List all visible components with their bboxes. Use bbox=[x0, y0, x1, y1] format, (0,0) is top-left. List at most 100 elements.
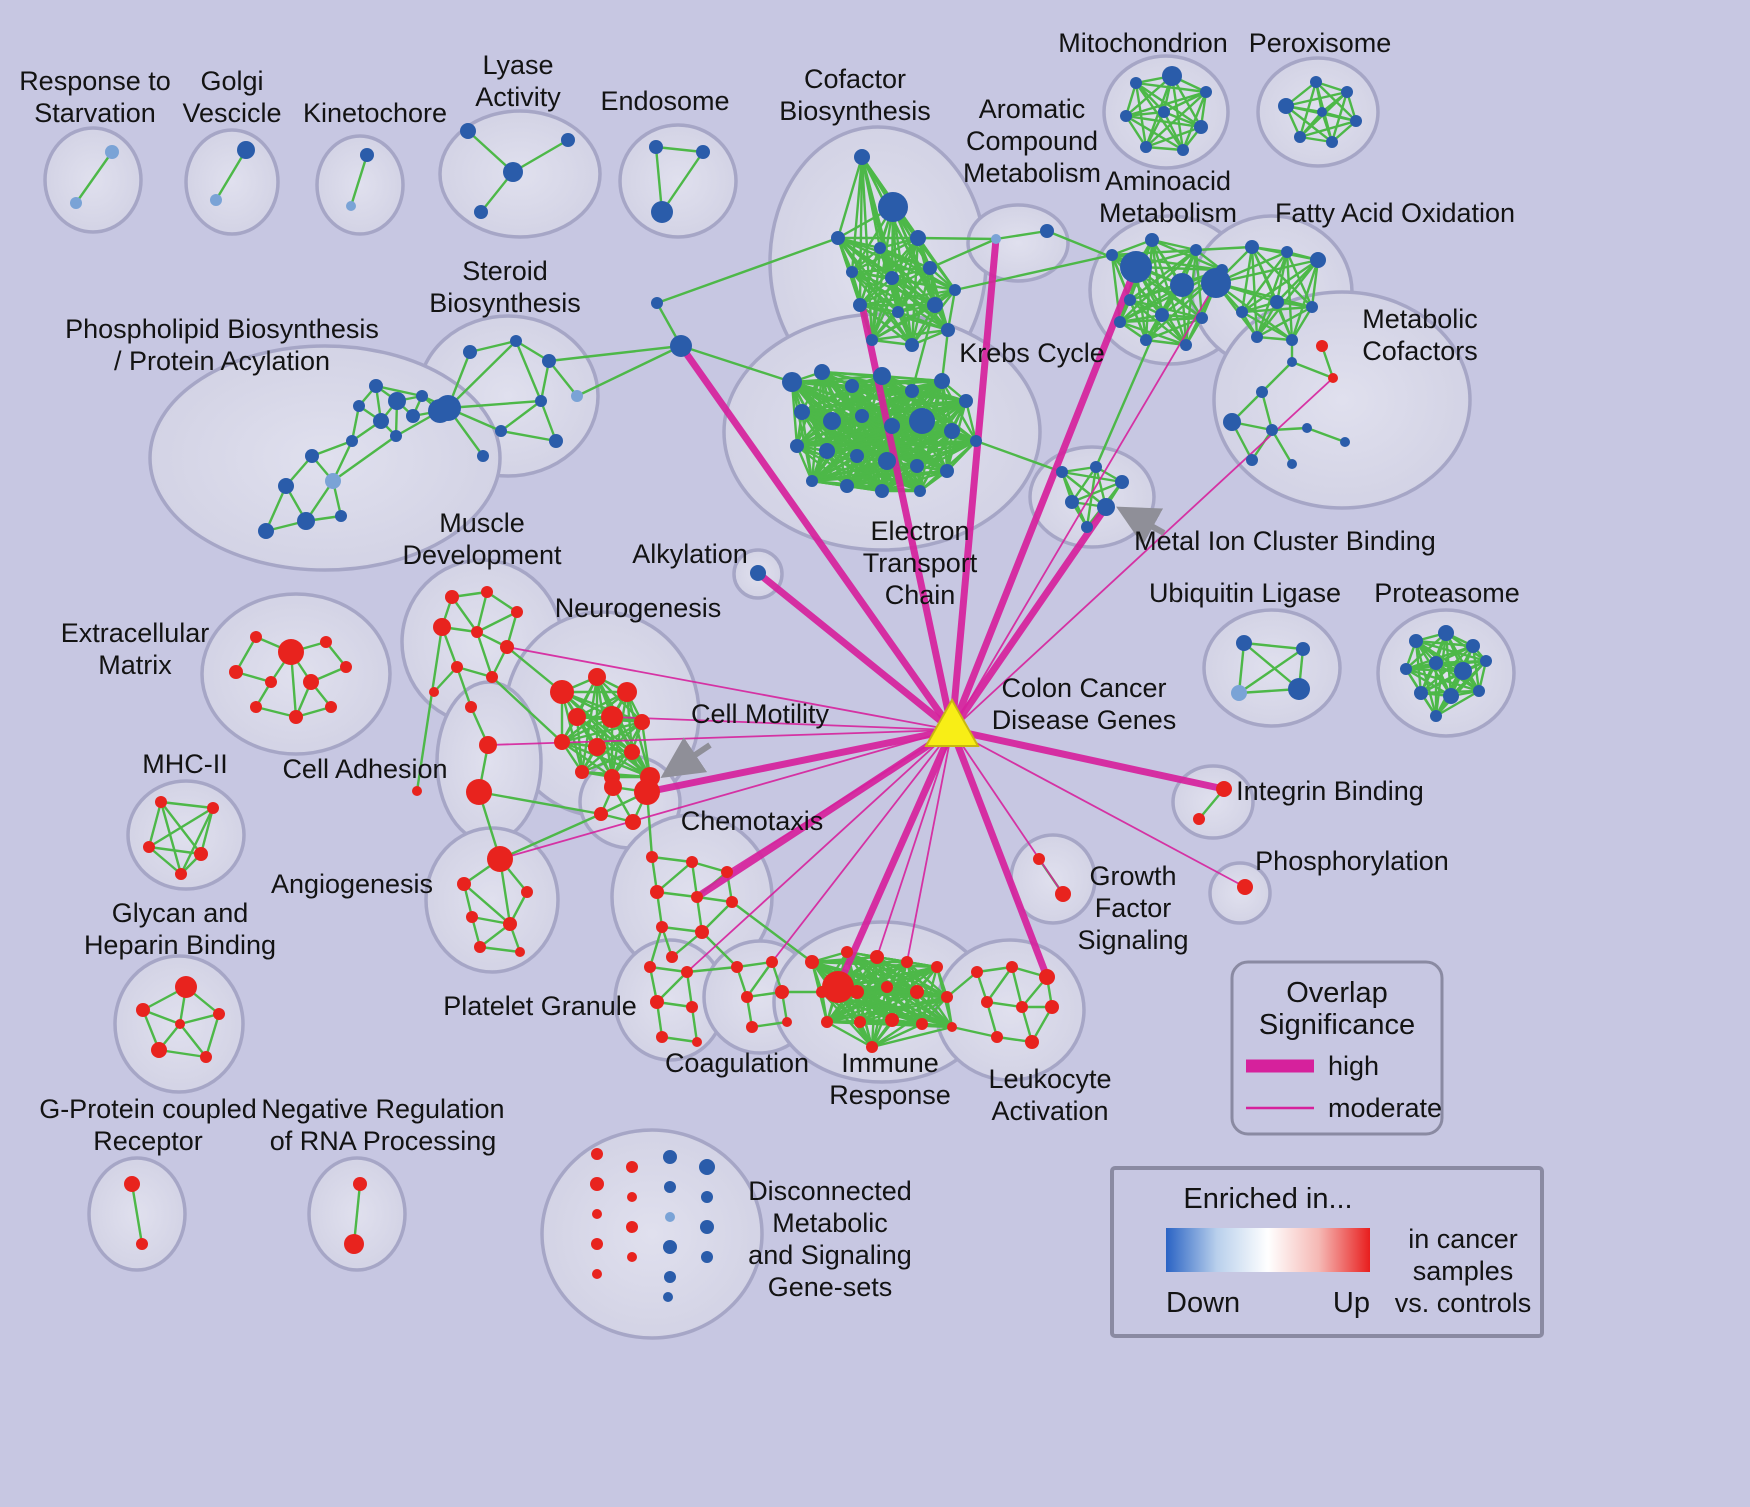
node-aromatic-compound-metabolism-0[interactable] bbox=[991, 234, 1001, 244]
node-immune-response-5[interactable] bbox=[931, 961, 943, 973]
node-disconnected-metabolic-and-signaling-gene-sets-18[interactable] bbox=[663, 1292, 673, 1302]
node-proteasome-8[interactable] bbox=[1443, 688, 1459, 704]
node-cell-motility-0[interactable] bbox=[604, 778, 622, 796]
node-metal-ion-cluster-binding-1[interactable] bbox=[1090, 461, 1102, 473]
node-mhc-ii-0[interactable] bbox=[155, 796, 167, 808]
node-ubiquitin-ligase-2[interactable] bbox=[1231, 685, 1247, 701]
node-peroxisome-4[interactable] bbox=[1326, 136, 1338, 148]
node-disconnected-metabolic-and-signaling-gene-sets-15[interactable] bbox=[701, 1191, 713, 1203]
node-negative-regulation-of-rna-processing-1[interactable] bbox=[344, 1234, 364, 1254]
node-electron-transport-chain-17[interactable] bbox=[878, 452, 896, 470]
node-extracellular-matrix-7[interactable] bbox=[250, 701, 262, 713]
node-g-protein-coupled-receptor-0[interactable] bbox=[124, 1176, 140, 1192]
node-disconnected-metabolic-and-signaling-gene-sets-4[interactable] bbox=[592, 1269, 602, 1279]
node-extracellular-matrix-8[interactable] bbox=[289, 710, 303, 724]
node-cofactor-biosynthesis-1[interactable] bbox=[878, 192, 908, 222]
node-phospholipid-biosynthesis-protein-acylation-7[interactable] bbox=[428, 399, 452, 423]
node-mitochondrion-2[interactable] bbox=[1200, 86, 1212, 98]
node-platelet-granule-5[interactable] bbox=[692, 1037, 702, 1047]
node-neurogenesis-6[interactable] bbox=[554, 734, 570, 750]
node-phospholipid-biosynthesis-protein-acylation-13[interactable] bbox=[258, 523, 274, 539]
node-cell-adhesion-3[interactable] bbox=[412, 786, 422, 796]
node-angiogenesis-1[interactable] bbox=[457, 877, 471, 891]
node-cofactor-biosynthesis-4[interactable] bbox=[910, 230, 926, 246]
node-chemotaxis-6[interactable] bbox=[656, 921, 668, 933]
node-disconnected-metabolic-and-signaling-gene-sets-13[interactable] bbox=[664, 1271, 676, 1283]
node-muscle-development-6[interactable] bbox=[451, 661, 463, 673]
node-immune-response-7[interactable] bbox=[850, 985, 864, 999]
node-proteasome-3[interactable] bbox=[1400, 663, 1412, 675]
node-chemotaxis-8[interactable] bbox=[666, 951, 678, 963]
node-chemotaxis-0[interactable] bbox=[646, 851, 658, 863]
node-muscle-development-3[interactable] bbox=[433, 618, 451, 636]
node-steroid-biosynthesis-2[interactable] bbox=[510, 335, 522, 347]
node-electron-transport-chain-4[interactable] bbox=[905, 384, 919, 398]
node-coagulation-5[interactable] bbox=[782, 1017, 792, 1027]
node-neurogenesis-4[interactable] bbox=[601, 706, 623, 728]
node-extracellular-matrix-5[interactable] bbox=[303, 674, 319, 690]
node-fatty-acid-oxidation-2[interactable] bbox=[1281, 246, 1293, 258]
node-platelet-granule-1[interactable] bbox=[681, 966, 693, 978]
node-coagulation-1[interactable] bbox=[766, 956, 778, 968]
node-metal-ion-cluster-binding-0[interactable] bbox=[1056, 466, 1068, 478]
node-cofactor-biosynthesis-6[interactable] bbox=[885, 271, 899, 285]
node-metabolic-cofactors-3[interactable] bbox=[1256, 386, 1268, 398]
node-metal-ion-cluster-binding-2[interactable] bbox=[1115, 475, 1129, 489]
node-metabolic-cofactors-8[interactable] bbox=[1287, 459, 1297, 469]
node-electron-transport-chain-14[interactable] bbox=[790, 439, 804, 453]
node-neurogenesis-10[interactable] bbox=[575, 765, 589, 779]
node-electron-transport-chain-8[interactable] bbox=[823, 412, 841, 430]
node-peroxisome-2[interactable] bbox=[1341, 86, 1353, 98]
node-metabolic-cofactors-6[interactable] bbox=[1302, 423, 1312, 433]
node-electron-transport-chain-7[interactable] bbox=[794, 404, 810, 420]
node-cofactor-biosynthesis-0[interactable] bbox=[854, 149, 870, 165]
node-g-protein-coupled-receptor-1[interactable] bbox=[136, 1238, 148, 1250]
node-disconnected-metabolic-and-signaling-gene-sets-5[interactable] bbox=[626, 1161, 638, 1173]
node-growth-factor-signaling-1[interactable] bbox=[1055, 886, 1071, 902]
node-fatty-acid-oxidation-7[interactable] bbox=[1251, 331, 1263, 343]
node-extracellular-matrix-3[interactable] bbox=[229, 665, 243, 679]
node-phospholipid-biosynthesis-protein-acylation-4[interactable] bbox=[353, 400, 365, 412]
node-immune-response-11[interactable] bbox=[821, 1016, 833, 1028]
node-golgi-vescicle-0[interactable] bbox=[237, 141, 255, 159]
node-mitochondrion-7[interactable] bbox=[1177, 144, 1189, 156]
node-disconnected-metabolic-and-signaling-gene-sets-0[interactable] bbox=[591, 1148, 603, 1160]
node-glycan-and-heparin-binding-5[interactable] bbox=[175, 1019, 185, 1029]
node-lyase-activity-3[interactable] bbox=[474, 205, 488, 219]
node-immune-response-2[interactable] bbox=[841, 946, 853, 958]
node-extracellular-matrix-6[interactable] bbox=[340, 661, 352, 673]
node-cell-motility-1[interactable] bbox=[634, 779, 660, 805]
node-proteasome-2[interactable] bbox=[1466, 639, 1480, 653]
node-electron-transport-chain-20[interactable] bbox=[806, 475, 818, 487]
node-metabolic-cofactors-9[interactable] bbox=[1340, 437, 1350, 447]
node-phospholipid-biosynthesis-protein-acylation-11[interactable] bbox=[278, 478, 294, 494]
node-aminoacid-metabolism-2[interactable] bbox=[1106, 249, 1118, 261]
node-metabolic-cofactors-0[interactable] bbox=[1316, 340, 1328, 352]
node-immune-response-6[interactable] bbox=[816, 986, 828, 998]
node-mhc-ii-4[interactable] bbox=[175, 868, 187, 880]
node-electron-transport-chain-1[interactable] bbox=[814, 364, 830, 380]
node-aromatic-compound-metabolism-1[interactable] bbox=[1040, 224, 1054, 238]
node-angiogenesis-2[interactable] bbox=[521, 886, 533, 898]
node-muscle-development-7[interactable] bbox=[486, 671, 498, 683]
node-leukocyte-activation-4[interactable] bbox=[1016, 1001, 1028, 1013]
node-steroid-biosynthesis-8[interactable] bbox=[477, 450, 489, 462]
node-platelet-granule-0[interactable] bbox=[644, 961, 656, 973]
node-chemotaxis-3[interactable] bbox=[650, 885, 664, 899]
node-cofactor-biosynthesis-9[interactable] bbox=[892, 306, 904, 318]
node-coagulation-2[interactable] bbox=[741, 991, 753, 1003]
node-mhc-ii-2[interactable] bbox=[143, 841, 155, 853]
node-glycan-and-heparin-binding-1[interactable] bbox=[136, 1003, 150, 1017]
node-steroid-biosynthesis-4[interactable] bbox=[571, 390, 583, 402]
node-metabolic-cofactors-5[interactable] bbox=[1266, 424, 1278, 436]
node-proteasome-10[interactable] bbox=[1430, 710, 1442, 722]
node-immune-response-16[interactable] bbox=[866, 1041, 878, 1053]
node-coagulation-3[interactable] bbox=[775, 985, 789, 999]
node-mitochondrion-6[interactable] bbox=[1140, 141, 1152, 153]
node-kinetochore-1[interactable] bbox=[346, 201, 356, 211]
node-aminoacid-metabolism-7[interactable] bbox=[1155, 308, 1169, 322]
node-fatty-acid-oxidation-8[interactable] bbox=[1286, 334, 1298, 346]
node-chemotaxis-5[interactable] bbox=[726, 896, 738, 908]
node-phospholipid-biosynthesis-protein-acylation-12[interactable] bbox=[297, 512, 315, 530]
node-aminoacid-metabolism-10[interactable] bbox=[1180, 339, 1192, 351]
